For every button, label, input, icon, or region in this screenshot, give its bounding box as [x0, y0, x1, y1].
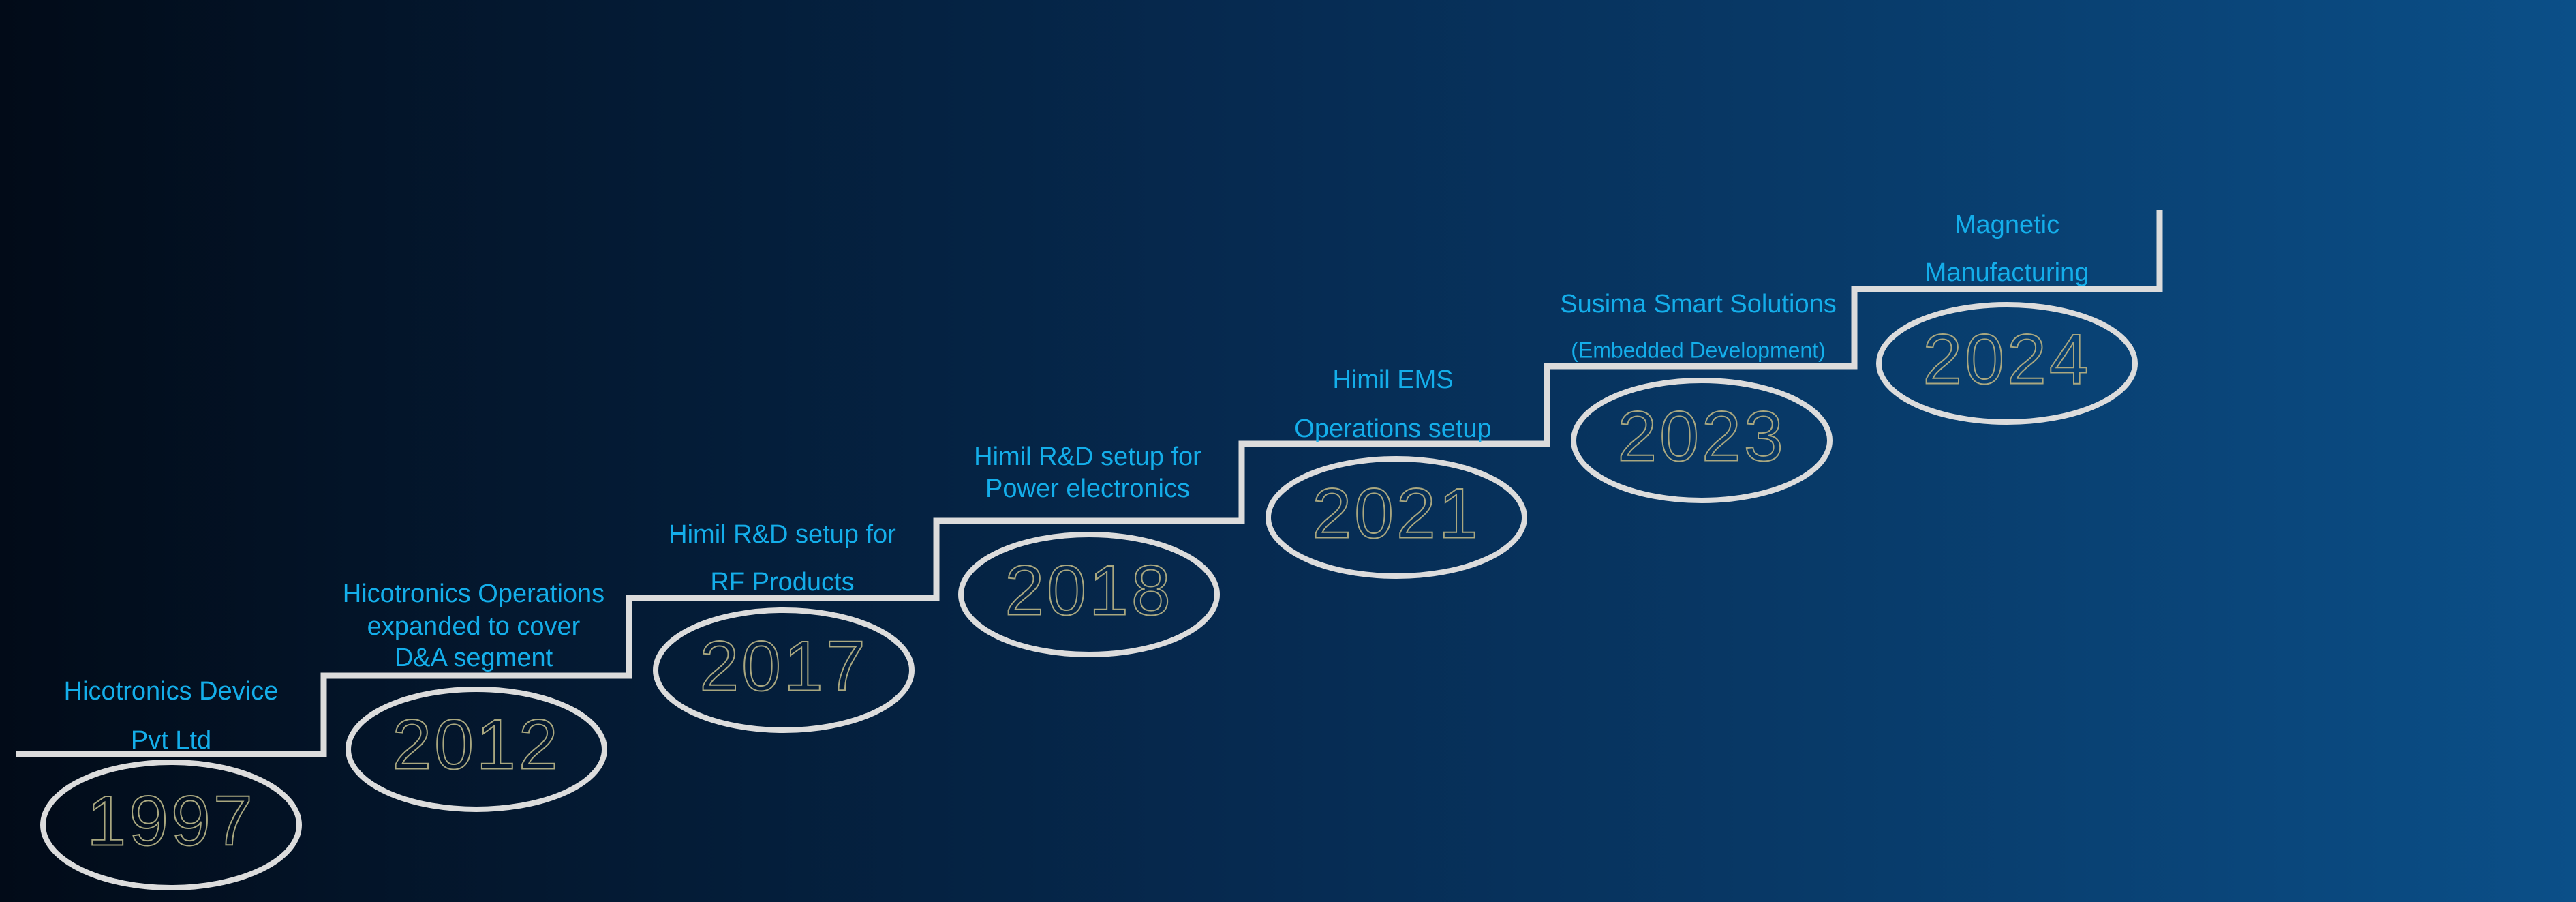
milestone-2021: 2021 Himil EMS Operations setup: [1266, 365, 1527, 579]
staircase-line: [16, 210, 2163, 757]
milestone-text-line: Himil R&D setup for: [669, 520, 896, 549]
milestone-text-line: Hicotronics Device: [64, 677, 279, 706]
milestone-text-line: Operations setup: [1294, 415, 1491, 443]
year-oval: [1571, 378, 1833, 503]
year-oval: [40, 760, 302, 890]
milestone-text-line: Magnetic: [1954, 211, 2059, 239]
milestone-1997: 1997 Hicotronics Device Pvt Ltd: [40, 677, 302, 890]
year-label: 2021: [1312, 474, 1480, 553]
milestone-2018: 2018 Himil R&D setup for Power electroni…: [958, 442, 1220, 657]
milestone-2012: 2012 Hicotronics Operations expanded to …: [343, 580, 607, 812]
milestone-text-line: Manufacturing: [1925, 258, 2089, 287]
year-oval: [653, 607, 915, 733]
year-label: 2024: [1922, 320, 2091, 399]
milestone-text-line: RF Products: [710, 568, 854, 597]
year-label: 1997: [87, 781, 255, 860]
year-oval: [1266, 456, 1527, 579]
year-label: 2012: [392, 705, 560, 784]
milestone-text-line: expanded to cover: [367, 612, 581, 641]
milestone-text-line: Pvt Ltd: [131, 726, 211, 755]
year-oval: [958, 532, 1220, 657]
year-oval: [346, 687, 607, 812]
year-oval: [1876, 302, 2138, 425]
milestone-2024: 2024 Magnetic Manufacturing: [1876, 211, 2138, 425]
year-label: 2017: [699, 627, 868, 706]
milestone-text-line: Susima Smart Solutions: [1560, 290, 1837, 318]
milestone-text-line: Power electronics: [985, 475, 1190, 503]
milestone-2017: 2017 Himil R&D setup for RF Products: [653, 520, 915, 733]
year-label: 2018: [1005, 551, 1173, 630]
year-label: 2023: [1617, 397, 1785, 476]
milestone-2023: 2023 Susima Smart Solutions (Embedded De…: [1560, 290, 1837, 503]
milestone-text-line: D&A segment: [395, 644, 553, 672]
milestone-text-line: (Embedded Development): [1571, 337, 1826, 362]
milestone-text-line: Himil R&D setup for: [974, 442, 1201, 471]
milestone-text-line: Hicotronics Operations: [343, 580, 604, 608]
milestone-text-line: Himil EMS: [1332, 365, 1453, 394]
